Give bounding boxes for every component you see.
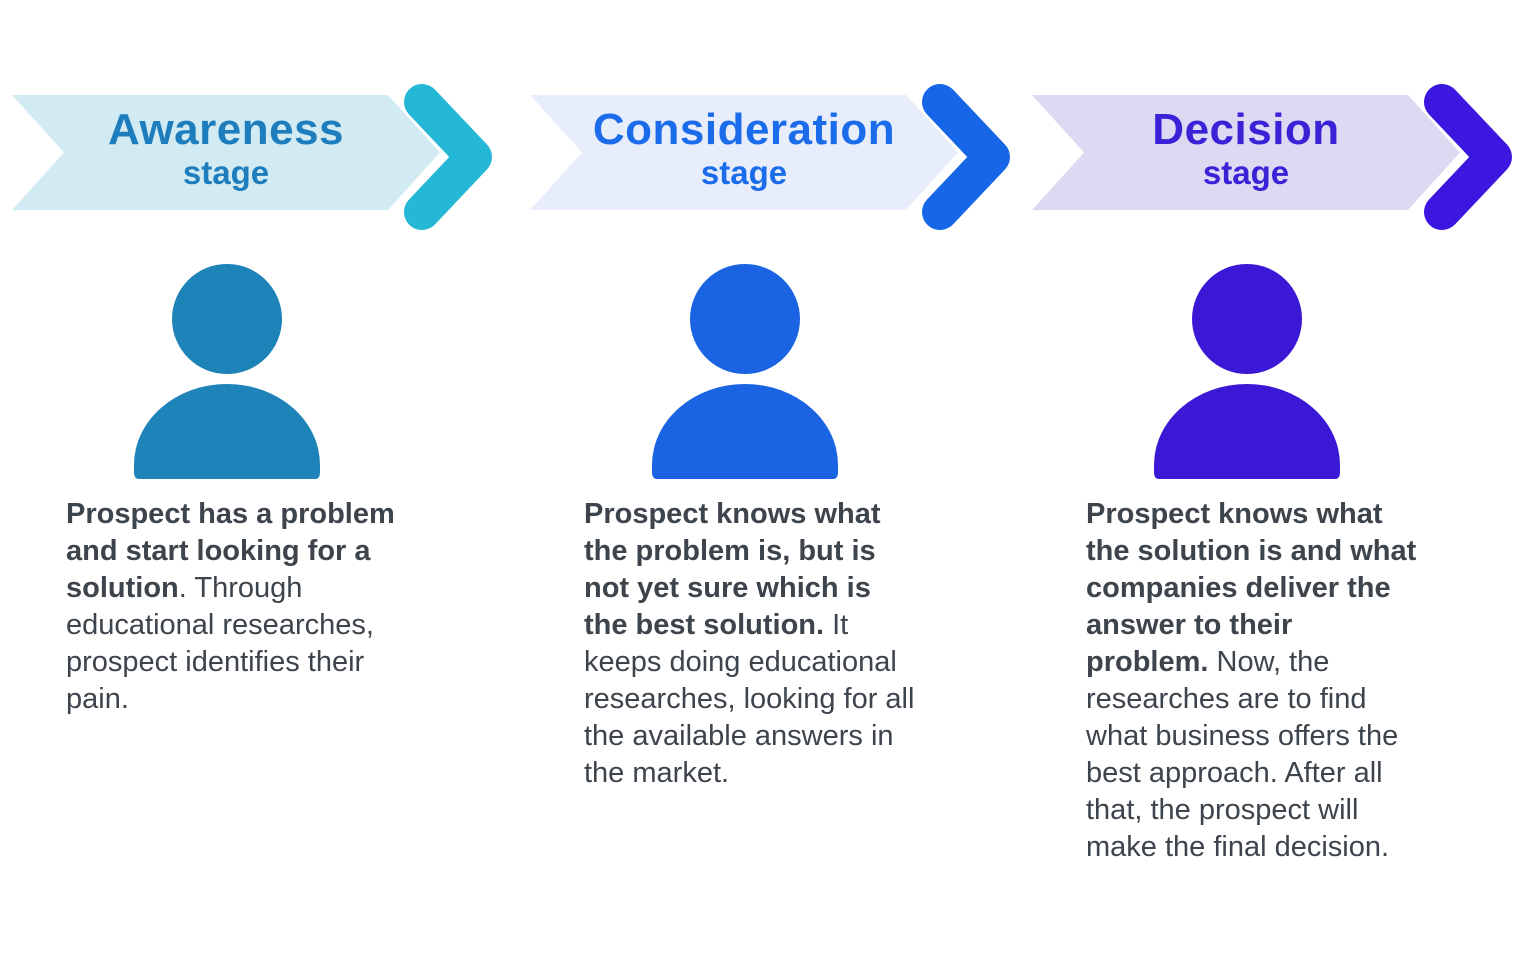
chevron-right-icon bbox=[922, 84, 1010, 230]
person-icon bbox=[134, 264, 320, 479]
stage-title: Consideration bbox=[592, 105, 896, 154]
stage-awareness: Awareness stage Prospect has a problem a… bbox=[0, 0, 512, 969]
stage-description-regular: Now, the researches are to find what bus… bbox=[1086, 646, 1399, 863]
stage-description: Prospect has a problem and start looking… bbox=[66, 496, 398, 718]
stage-subtitle: stage bbox=[182, 154, 270, 191]
person-icon bbox=[652, 264, 838, 479]
stage-title: Awareness bbox=[107, 105, 345, 154]
stage-subtitle: stage bbox=[700, 154, 788, 191]
stage-decision: Decision stage Prospect knows what the s… bbox=[1020, 0, 1532, 969]
stage-banner-text: Awareness stage bbox=[12, 95, 440, 210]
stage-banner-text: Consideration stage bbox=[530, 95, 958, 210]
stage-banner: Consideration stage bbox=[530, 95, 958, 210]
person-icon bbox=[1154, 264, 1340, 479]
chevron-right-icon bbox=[1424, 84, 1512, 230]
stage-banner-text: Decision stage bbox=[1032, 95, 1460, 210]
stage-description: Prospect knows what the solution is and … bbox=[1086, 496, 1418, 866]
stage-consideration: Consideration stage Prospect knows what … bbox=[518, 0, 1030, 969]
stage-description-bold: Prospect has a problem and start looking… bbox=[66, 498, 395, 604]
stage-description-regular: It keeps doing educational researches, l… bbox=[584, 609, 915, 789]
stage-title: Decision bbox=[1152, 105, 1340, 154]
chevron-right-icon bbox=[404, 84, 492, 230]
stage-description-bold: Prospect knows what the solution is and … bbox=[1086, 498, 1417, 678]
stage-description-regular: . Through educational researches, prospe… bbox=[66, 572, 374, 715]
stage-description-bold: Prospect knows what the problem is, but … bbox=[584, 498, 881, 641]
stage-subtitle: stage bbox=[1202, 154, 1290, 191]
stage-description: Prospect knows what the problem is, but … bbox=[584, 496, 916, 792]
stage-banner: Awareness stage bbox=[12, 95, 440, 210]
stage-banner: Decision stage bbox=[1032, 95, 1460, 210]
